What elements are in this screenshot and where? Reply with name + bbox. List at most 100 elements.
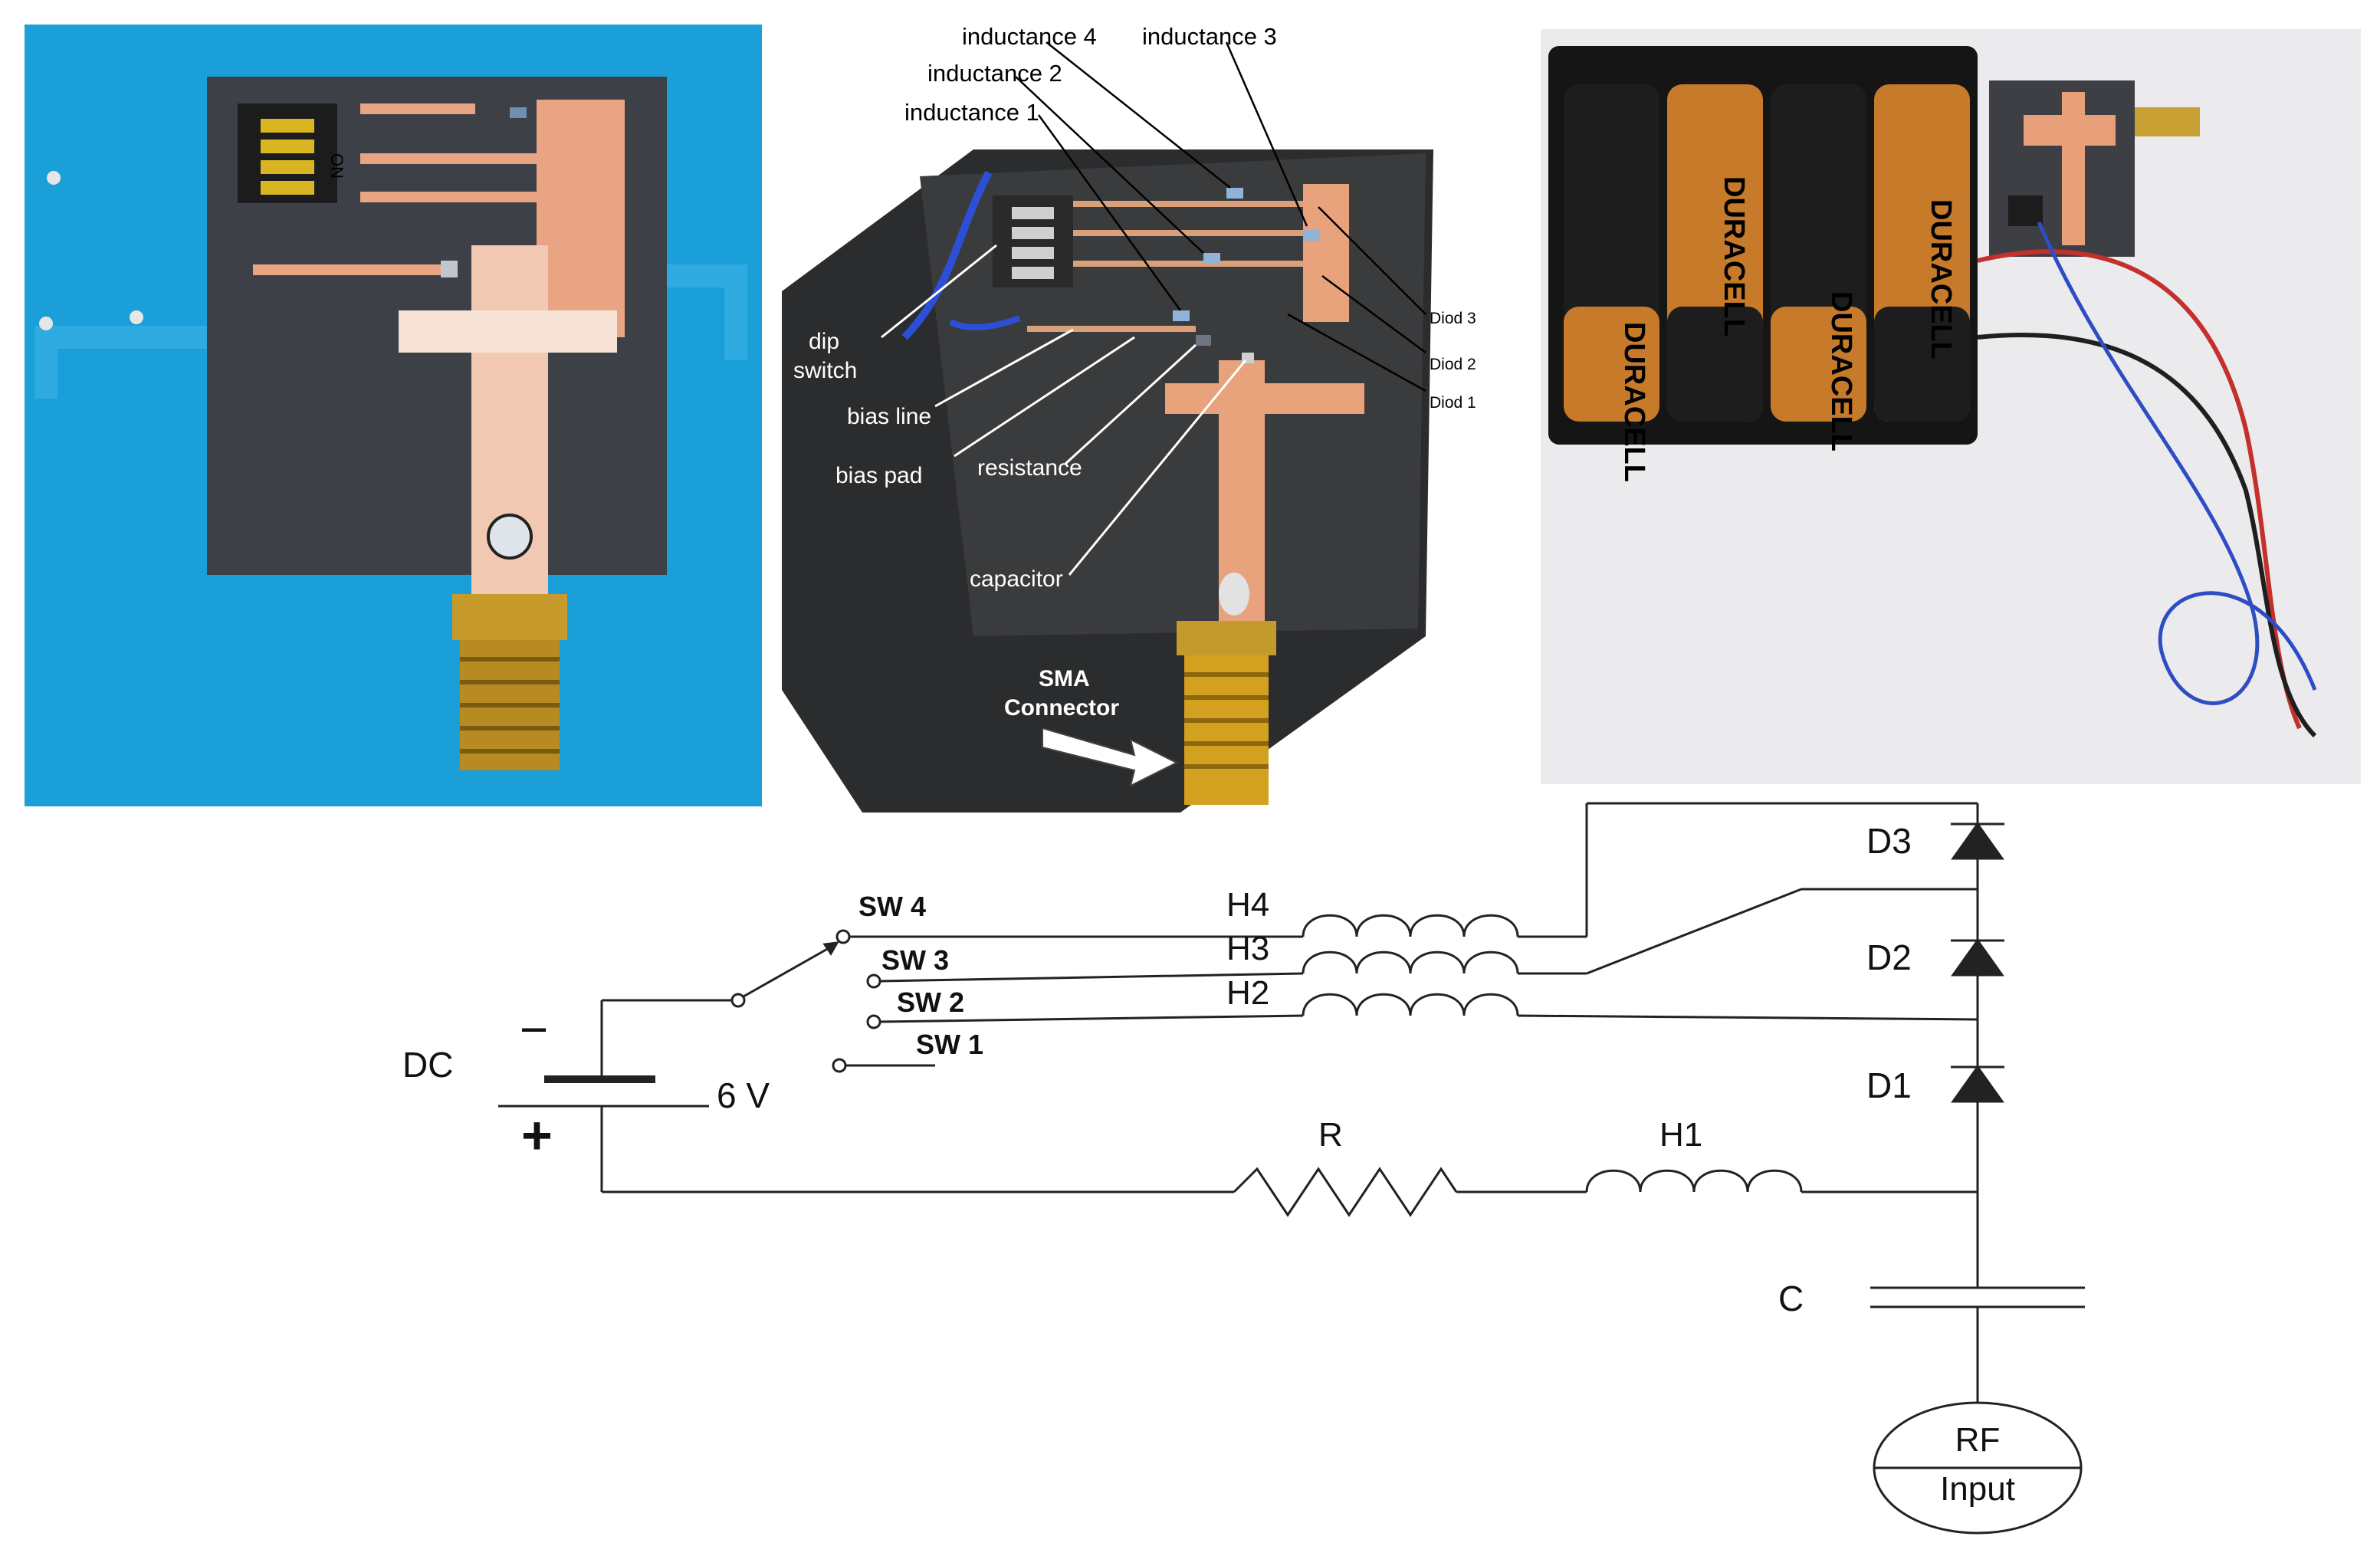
stray-part: [39, 317, 53, 330]
label-diod-3: Diod 3: [1430, 310, 1476, 327]
antenna-feed: [2062, 92, 2085, 245]
sma-barrel: [1184, 655, 1269, 805]
bias-trace: [1073, 230, 1326, 236]
sma-screw: [1219, 573, 1249, 616]
inductor-h4: [1302, 914, 1519, 937]
inductance-1-part: [1173, 310, 1190, 321]
inductance-2-part: [1203, 253, 1220, 264]
bias-trace: [360, 103, 475, 114]
label-h4: H4: [1226, 886, 1269, 924]
battery-label: DURACELL: [1718, 176, 1750, 337]
dip-toggle: [261, 160, 314, 174]
sma-threads: [460, 657, 560, 753]
label-r: R: [1318, 1116, 1343, 1154]
bias-circuit-schematic: [498, 802, 2085, 1535]
label-diod-2: Diod 2: [1430, 356, 1476, 373]
blue-wire: [2037, 222, 2317, 705]
wire: [879, 972, 1304, 983]
label-sw1: SW 1: [916, 1029, 983, 1060]
stray-part: [47, 171, 61, 185]
inductance-4-part: [1226, 188, 1243, 199]
label-h1: H1: [1659, 1116, 1702, 1154]
sma-flange: [1177, 621, 1276, 655]
battery: DURACELL: [1874, 84, 1970, 422]
label-plus: +: [521, 1105, 553, 1165]
red-wire: [1977, 249, 2302, 730]
label-d3: D3: [1866, 821, 1912, 861]
smd-component: [441, 261, 458, 277]
battery-label: DURACELL: [1925, 199, 1957, 359]
patch-stub: [1303, 184, 1349, 322]
dip-toggle: [1012, 247, 1054, 259]
annotation-leaders-top: [1015, 41, 1426, 392]
dip-switch: [2008, 195, 2043, 226]
bias-wire: [901, 170, 993, 340]
label-dip-switch-line2: switch: [793, 358, 857, 383]
sma-arrow: [1042, 727, 1179, 787]
label-sw2: SW 2: [897, 987, 964, 1018]
label-inductance-4: inductance 4: [962, 23, 1097, 50]
inductor-h3: [1302, 950, 1519, 974]
label-rf: RF: [1955, 1421, 2001, 1459]
switch-arm-tip: [822, 941, 839, 956]
wire: [1586, 888, 1802, 975]
bias-trace: [1073, 261, 1318, 267]
sma-threads: [1184, 672, 1269, 769]
dip-toggle: [261, 140, 314, 153]
dip-toggle: [1012, 227, 1054, 239]
dip-toggle: [261, 181, 314, 195]
bias-trace: [360, 153, 560, 164]
dip-toggle: [261, 119, 314, 133]
battery-label: DURACELL: [1618, 322, 1650, 482]
label-input: Input: [1940, 1470, 2015, 1508]
label-sma-line2: Connector: [1004, 695, 1119, 721]
dip-toggle: [1012, 267, 1054, 279]
photo-middle-annotated: inductance 4 inductance 3 inductance 2 i…: [782, 23, 1476, 813]
bias-trace: [253, 264, 452, 275]
stray-part: [130, 310, 143, 324]
label-bias-pad: bias pad: [835, 463, 922, 488]
label-h2: H2: [1226, 974, 1269, 1012]
annotation-leaders: [881, 244, 1247, 576]
sw1-contact: [832, 1058, 847, 1073]
label-d2: D2: [1866, 937, 1912, 977]
battery: DURACELL: [1667, 84, 1763, 422]
wire: [1517, 1014, 1978, 1021]
sw2-contact: [866, 1014, 881, 1029]
sma-connector: [2135, 107, 2200, 136]
black-wire: [1977, 332, 2317, 738]
diode-d1: [1951, 1065, 2004, 1103]
photo-right-battery-setup: DURACELL DURACELL DURACELL DURACELL: [1541, 29, 2361, 784]
inductance-3-part: [1303, 230, 1320, 241]
smd-component: [510, 107, 527, 118]
bias-trace: [360, 192, 560, 202]
resistor-r: [1233, 1167, 1458, 1217]
resistance-part: [1196, 335, 1211, 346]
label-inductance-3: inductance 3: [1142, 23, 1277, 50]
wire: [879, 1014, 1304, 1023]
schematic-labels: DC 6 V − + SW 4 SW 3 SW 2 SW 1 H4 H3 H2 …: [402, 821, 2015, 1508]
sw4-contact: [835, 929, 851, 944]
patch-arm: [399, 310, 617, 353]
bias-wire: [949, 315, 1021, 330]
patch-stub: [537, 100, 625, 337]
label-sw4: SW 4: [858, 891, 926, 922]
switch-pivot: [730, 993, 746, 1008]
label-d1: D1: [1866, 1065, 1912, 1105]
inductor-h1: [1585, 1169, 1803, 1193]
inductor-h2: [1302, 993, 1519, 1016]
photo-left-antenna: ON: [25, 25, 762, 806]
label-inductance-2: inductance 2: [927, 60, 1062, 87]
label-dc: DC: [402, 1045, 453, 1085]
label-sw3: SW 3: [881, 944, 949, 976]
battery: DURACELL: [1564, 84, 1659, 482]
label-diod-1: Diod 1: [1430, 394, 1476, 412]
label-bias-line: bias line: [847, 404, 931, 429]
battery: DURACELL: [1771, 84, 1866, 451]
dip-on-label: ON: [327, 153, 346, 179]
diode-d2: [1951, 938, 2004, 977]
label-c: C: [1778, 1279, 1804, 1318]
label-resistance: resistance: [977, 455, 1082, 481]
label-voltage: 6 V: [717, 1075, 770, 1115]
